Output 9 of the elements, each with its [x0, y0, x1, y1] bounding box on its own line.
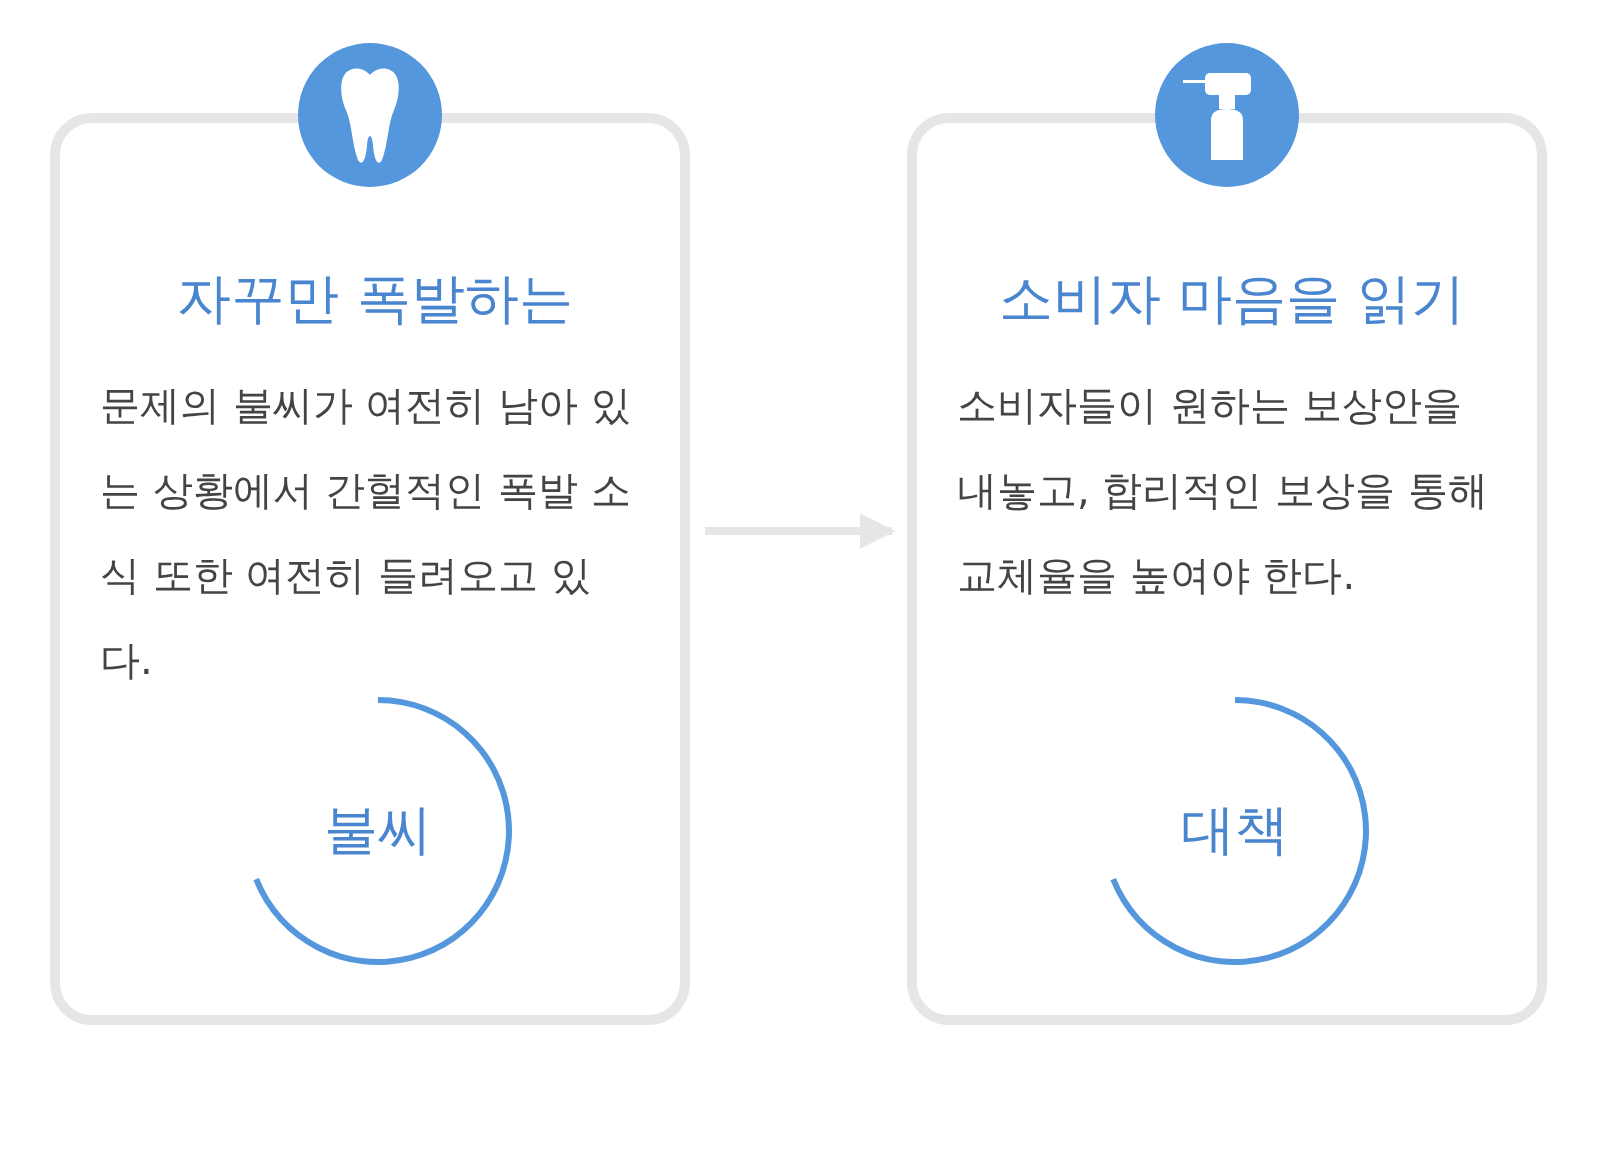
ring-label: 대책 [1180, 798, 1290, 862]
arrow [705, 513, 896, 549]
card-panel [50, 113, 690, 1025]
card-heading: 소비자 마음을 읽기 [997, 266, 1467, 332]
card-description: 문제의 불씨가 여전히 남아 있는 상황에서 간헐적인 폭발 소식 또한 여전히 들려오고 있다. [100, 381, 632, 685]
card-panel [907, 113, 1547, 1025]
ring-label: 불씨 [323, 798, 433, 862]
card-description: 소비자들이 원하는 보상안을 내놓고, 합리적인 보상을 통해 교체율을 높여야 한다. [957, 381, 1489, 600]
card-heading: 자꾸만 폭발하는 [176, 266, 574, 332]
